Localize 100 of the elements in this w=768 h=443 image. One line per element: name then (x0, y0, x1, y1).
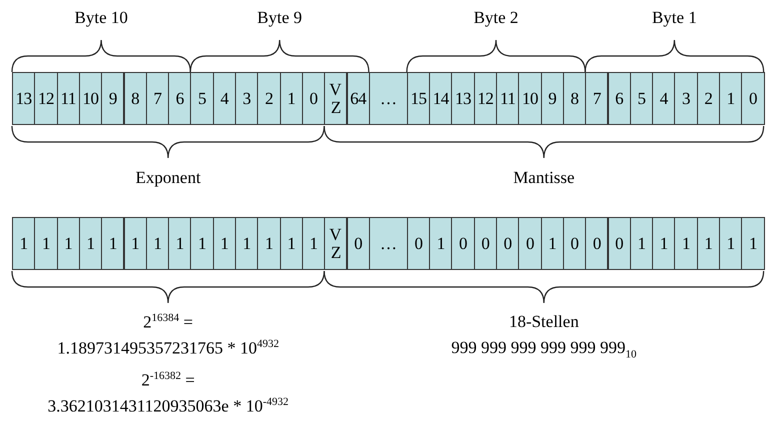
bit-cell (302, 217, 326, 270)
bit-label: 10 (82, 88, 99, 108)
bit-cell (78, 217, 102, 270)
bit-label: 10 (522, 88, 538, 108)
value-text: 2$^{-16382}$ = (141, 370, 195, 391)
bit-label: 12 (38, 88, 54, 108)
bit-cell (56, 72, 80, 125)
bit-label: 6 (615, 88, 624, 108)
bit-cell (146, 217, 170, 270)
value-text: 2$^{16384}$ = (143, 312, 194, 333)
bit-cell (630, 217, 654, 270)
bit-cell (562, 72, 586, 125)
bit-label: V (329, 80, 341, 98)
bit-cell (257, 72, 281, 125)
bit-cell (608, 72, 631, 125)
bit-label: 8 (570, 88, 579, 108)
bit-label: 1 (548, 234, 556, 254)
bit-label: 9 (108, 88, 117, 108)
bit-label: 1 (42, 234, 50, 254)
bit-label: 4 (660, 88, 668, 108)
bit-label: 7 (592, 88, 601, 108)
bit-label: 5 (637, 88, 646, 108)
bit-label: 7 (153, 88, 162, 108)
bit-cell (257, 217, 281, 270)
bit-cell (630, 72, 654, 125)
bit-label: 8 (131, 88, 140, 108)
bit-label: 1 (310, 234, 318, 254)
bit-cell (146, 72, 170, 125)
value-text: 999 999 999 999 999 999$_{10}$ (451, 338, 637, 360)
bit-cell (429, 72, 452, 125)
bit-cell (212, 217, 236, 270)
value-text: 3.3621031431120935063e * 10$^{-4932}$ (48, 396, 289, 417)
byte-label: Byte 2 (474, 8, 518, 28)
bit-cell (540, 217, 564, 270)
bit-label: 0 (459, 234, 468, 254)
bit-label: 13 (455, 88, 472, 108)
bit-label: 1 (726, 88, 735, 108)
bit-cell (235, 217, 258, 270)
bit-cell (585, 217, 608, 270)
bit-cell (540, 72, 564, 125)
bit-cell (346, 72, 370, 125)
bit-cell (101, 217, 124, 270)
bit-label: 14 (432, 88, 449, 108)
bit-cell (168, 72, 192, 125)
bit-label: 1 (108, 234, 117, 254)
bit-cell (719, 217, 742, 270)
bit-cell (518, 217, 542, 270)
bit-cell (212, 72, 236, 125)
bit-label: 0 (354, 234, 362, 254)
bit-label: 64 (350, 88, 366, 108)
value-text: 18-Stellen (508, 312, 579, 332)
bit-label: 1 (131, 234, 140, 254)
bit-cell (124, 217, 147, 270)
bit-label: 1 (176, 234, 184, 254)
bit-cell (674, 217, 698, 270)
bit-cell (451, 72, 475, 125)
bit-label: 1 (436, 234, 445, 254)
bit-cell (280, 72, 303, 125)
bit-cell (474, 217, 497, 270)
bit-cell (496, 217, 520, 270)
bit-cell (719, 72, 742, 125)
bit-label: 12 (477, 88, 494, 108)
bit-label: 1 (153, 234, 162, 254)
bit-cell (608, 217, 631, 270)
bit-label: Z (330, 244, 341, 262)
field-label: Mantisse (513, 168, 575, 188)
bit-label: 1 (682, 234, 690, 254)
bit-label: 1 (86, 234, 95, 254)
bit-label: … (380, 234, 397, 254)
bit-cell (496, 72, 520, 125)
bit-cell (406, 217, 430, 270)
bit-cell (324, 217, 348, 270)
bit-label: 5 (198, 88, 206, 108)
bit-label: 13 (16, 88, 32, 108)
bit-label: 1 (242, 234, 251, 254)
bit-label: 9 (548, 88, 556, 108)
bit-cell (12, 217, 36, 270)
byte-label: Byte 1 (652, 8, 697, 28)
bit-label: 4 (220, 88, 228, 108)
bit-cell (124, 72, 147, 125)
bit-label: 3 (242, 88, 251, 108)
bit-cell (12, 72, 36, 125)
bit-label: Z (330, 98, 341, 116)
value-text: 1.189731495357231765 * 10$^{4932}$ (57, 338, 279, 359)
bit-cell (168, 217, 192, 270)
bit-cell (741, 72, 765, 125)
bit-cell (674, 72, 698, 125)
byte-label: Byte 10 (74, 8, 128, 28)
bit-cell (406, 72, 430, 125)
bit-label: 15 (410, 88, 426, 108)
bit-cell (696, 72, 720, 125)
bit-cell (652, 217, 676, 270)
bit-label: 0 (414, 234, 422, 254)
bit-cell (741, 217, 765, 270)
bit-cell (368, 217, 408, 270)
bit-cell (324, 72, 348, 125)
bit-cell (190, 217, 214, 270)
bit-label: 0 (310, 88, 318, 108)
bit-cell (78, 72, 102, 125)
bit-label: 0 (570, 234, 579, 254)
